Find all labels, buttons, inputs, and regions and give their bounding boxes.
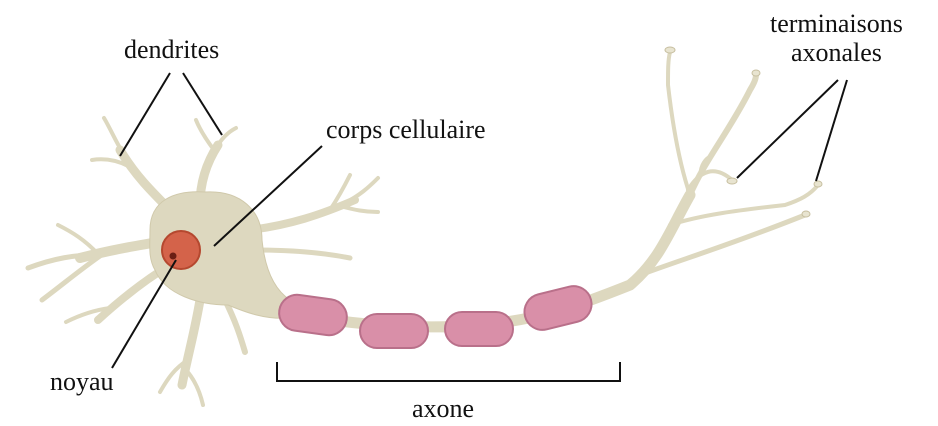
nucleolus-dot bbox=[170, 253, 177, 260]
dendrites-leader-right bbox=[183, 73, 222, 135]
label-axone: axone bbox=[412, 395, 474, 424]
myelin-segment bbox=[277, 292, 349, 337]
myelin-segment bbox=[360, 314, 428, 348]
myelin-segment bbox=[521, 282, 596, 333]
myelin-sheaths bbox=[277, 282, 596, 348]
label-terminaisons-line1: terminaisons bbox=[770, 10, 903, 39]
noyau-leader bbox=[112, 260, 176, 368]
nucleus-shape bbox=[162, 231, 200, 269]
label-dendrites: dendrites bbox=[124, 36, 219, 65]
axone-bracket bbox=[277, 362, 620, 381]
terminaisons-leader-left bbox=[737, 80, 838, 178]
label-noyau: noyau bbox=[50, 368, 114, 397]
label-corps-cellulaire: corps cellulaire bbox=[326, 116, 486, 145]
label-terminaisons-line2: axonales bbox=[770, 39, 903, 68]
terminaisons-leader-right bbox=[816, 80, 847, 181]
dendrites-leader-left bbox=[120, 73, 170, 156]
myelin-segment bbox=[445, 312, 513, 346]
label-terminaisons-axonales: terminaisons axonales bbox=[770, 10, 903, 67]
